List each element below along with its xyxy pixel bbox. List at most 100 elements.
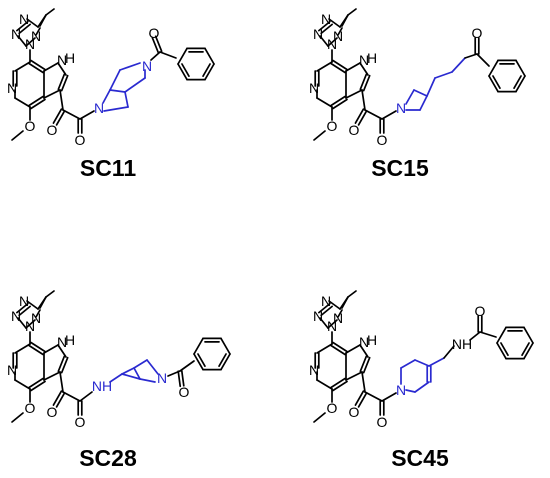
triazole-bond bbox=[39, 14, 47, 27]
ring-bond bbox=[121, 373, 141, 380]
triazole-bond bbox=[327, 319, 338, 329]
triazole-bond bbox=[25, 37, 36, 47]
pyridine-n: N bbox=[7, 362, 17, 378]
methyl-bond bbox=[45, 8, 55, 16]
triazole-n4: N bbox=[25, 36, 35, 52]
ring-bond bbox=[405, 389, 416, 393]
triazole-n1: N bbox=[19, 293, 29, 309]
pyrrole-bond bbox=[359, 62, 369, 76]
pyrrole-double-bond bbox=[60, 356, 69, 374]
triazole-double-bond bbox=[18, 305, 31, 317]
ring-bond bbox=[109, 69, 121, 91]
pyrrole-bond bbox=[345, 371, 363, 381]
carbonyl-o: O bbox=[179, 384, 190, 400]
pyrrole-n: N bbox=[359, 334, 369, 350]
carbonyl-double-bond bbox=[151, 36, 160, 54]
pyridine-n: N bbox=[309, 362, 319, 378]
pyrrole-bond bbox=[57, 344, 67, 358]
ring-bond bbox=[119, 62, 141, 71]
benzene-bond bbox=[496, 342, 507, 360]
pyridine-bond bbox=[316, 379, 333, 390]
triazole-bond bbox=[17, 317, 27, 329]
methoxy-o: O bbox=[327, 118, 338, 134]
benzene-bond bbox=[193, 337, 204, 355]
triazole-double-bond bbox=[18, 23, 31, 35]
amine-n: N bbox=[396, 100, 406, 116]
benzene-inner-bond bbox=[521, 342, 530, 357]
compound-label-sc15: SC15 bbox=[371, 155, 429, 181]
triazole-bond bbox=[319, 35, 329, 47]
benzene-bond bbox=[523, 326, 534, 344]
methoxy-o: O bbox=[25, 400, 36, 416]
chain-bond bbox=[434, 71, 453, 79]
pyrrole-bond bbox=[345, 89, 363, 99]
carbonyl-o: O bbox=[47, 404, 58, 420]
triazole-bond bbox=[327, 37, 338, 47]
benzene-inner-bond bbox=[513, 75, 522, 90]
carbonyl-o: O bbox=[149, 25, 160, 41]
methyl-bond bbox=[313, 412, 326, 423]
aryl-bond bbox=[476, 53, 490, 67]
pyridine-n: N bbox=[309, 80, 319, 96]
pyrrole-bond bbox=[43, 371, 61, 381]
pyridine-double-bond bbox=[332, 98, 348, 110]
triazole-bond bbox=[39, 296, 47, 309]
pyridine-bond bbox=[316, 61, 333, 72]
pyridine-double-bond bbox=[28, 377, 44, 389]
triazole-double-bond bbox=[318, 302, 331, 314]
ring-bond bbox=[413, 89, 428, 97]
triazole-bond bbox=[26, 300, 39, 310]
pyrrole-bond bbox=[43, 62, 59, 72]
pyridine-double-bond bbox=[332, 380, 348, 392]
ring-bond bbox=[414, 359, 430, 367]
pyridine-bond bbox=[14, 379, 31, 390]
benzene-inner-bond bbox=[197, 353, 206, 368]
carbonyl-double-bond bbox=[52, 390, 63, 406]
carbonyl-double-bond bbox=[354, 108, 365, 124]
pyrrole-double-bond bbox=[57, 73, 66, 91]
ring-bond bbox=[146, 359, 159, 375]
triazole-n4: N bbox=[327, 318, 337, 334]
methyl-bond bbox=[347, 290, 357, 298]
linker-bond bbox=[59, 371, 64, 393]
pyrrole-double-bond bbox=[60, 74, 69, 92]
pyridine-double-bond bbox=[330, 95, 346, 107]
pyrrole-bond bbox=[345, 344, 361, 354]
methoxy-o: O bbox=[25, 118, 36, 134]
triazole-n2: N bbox=[11, 308, 21, 324]
carbonyl-o: O bbox=[377, 414, 388, 430]
triazole-n2: N bbox=[313, 26, 323, 42]
carbonyl-o: O bbox=[472, 25, 483, 41]
benzene-bond bbox=[220, 337, 231, 355]
triazole-bond bbox=[337, 309, 343, 318]
triazole-n3: N bbox=[333, 310, 343, 326]
carbonyl-double-bond bbox=[357, 392, 368, 408]
triazole-bond bbox=[26, 18, 39, 28]
aryl-bond bbox=[159, 51, 177, 59]
benzene-bond bbox=[488, 59, 499, 77]
triazole-n4: N bbox=[25, 318, 35, 334]
benzene-inner-bond bbox=[492, 75, 501, 90]
benzene-bond bbox=[496, 326, 507, 344]
ring-bond bbox=[400, 359, 416, 369]
pyridine-double-bond bbox=[28, 95, 44, 107]
carbonyl-o: O bbox=[349, 122, 360, 138]
carbonyl-double-bond bbox=[55, 392, 66, 408]
linker-bond bbox=[364, 109, 383, 120]
compound-label-sc28: SC28 bbox=[79, 445, 137, 471]
pyrrole-double-bond bbox=[359, 73, 368, 91]
methyl-bond bbox=[313, 130, 326, 141]
pyrrole-double-bond bbox=[362, 74, 371, 92]
methyl-bond bbox=[11, 130, 24, 141]
ring-bond bbox=[405, 89, 415, 105]
carbonyl-o: O bbox=[475, 303, 486, 319]
amide-bond bbox=[381, 110, 397, 120]
carbonyl-o: O bbox=[47, 122, 58, 138]
triazole-bond bbox=[328, 18, 341, 28]
triazole-n3: N bbox=[31, 28, 41, 44]
benzene-bond bbox=[515, 75, 526, 93]
